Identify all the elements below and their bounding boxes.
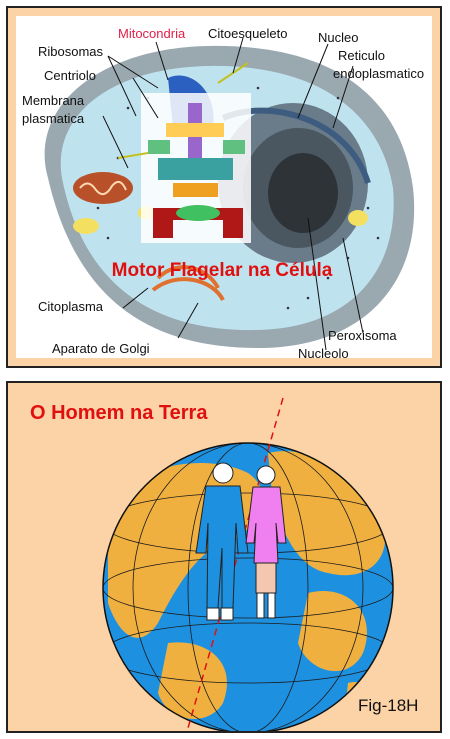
- label-plasmatica: plasmatica: [22, 111, 85, 126]
- label-ribosomas: Ribosomas: [38, 44, 104, 59]
- figure-label: Fig-18H: [358, 696, 418, 715]
- label-aparato-golgi: Aparato de Golgi: [52, 341, 150, 356]
- label-endoplasmatico: endoplasmatico: [333, 66, 424, 81]
- cell-diagram: Mitocondria Citoesqueleto Nucleo Reticul…: [16, 16, 432, 361]
- label-nucleolo: Nucleolo: [298, 346, 349, 361]
- earth-panel: O Homem na Terra: [6, 381, 442, 733]
- peroxisome: [348, 210, 368, 226]
- label-citoesqueleto: Citoesqueleto: [208, 26, 288, 41]
- label-centriolo: Centriolo: [44, 68, 96, 83]
- earth-diagram: O Homem na Terra: [30, 397, 418, 731]
- mitochondrion: [73, 172, 133, 204]
- cell-panel: Mitocondria Citoesqueleto Nucleo Reticul…: [6, 6, 442, 368]
- globe-outline: [102, 442, 394, 731]
- earth-title: O Homem na Terra: [30, 402, 208, 424]
- flagellar-motor: [141, 93, 251, 243]
- label-citoplasma: Citoplasma: [38, 299, 104, 314]
- label-reticulo: Reticulo: [338, 48, 385, 63]
- cell-title: Motor Flagelar na Célula: [112, 260, 333, 281]
- vesicle: [73, 218, 99, 234]
- label-membrana: Membrana: [22, 93, 85, 108]
- earth-axis: [187, 397, 284, 729]
- label-mitocondria: Mitocondria: [118, 26, 186, 41]
- woman-figure: [245, 465, 287, 619]
- label-nucleo: Nucleo: [318, 30, 358, 45]
- leader-lines: [102, 37, 364, 351]
- man-figure: [195, 462, 249, 621]
- nucleolus: [268, 153, 338, 233]
- label-peroxisoma: Peroxisoma: [328, 328, 397, 343]
- golgi: [156, 265, 220, 290]
